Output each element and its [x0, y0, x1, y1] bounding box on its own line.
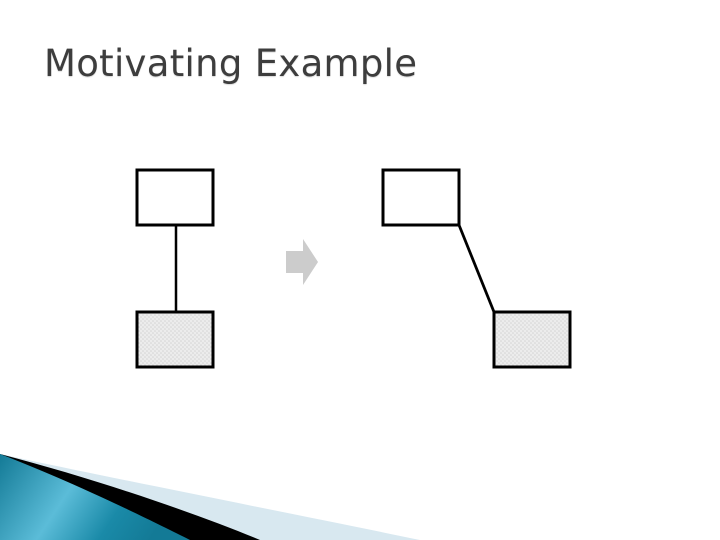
slide-title: Motivating Example	[44, 42, 418, 85]
right-diagonal-connector	[457, 224, 496, 313]
right-arrow-icon	[286, 239, 318, 285]
decorative-swoosh	[0, 454, 420, 540]
left-bottom-box	[135, 310, 215, 369]
left-panel	[135, 168, 215, 369]
right-panel	[381, 168, 572, 369]
right-top-box	[381, 168, 461, 227]
right-bottom-box	[492, 310, 572, 369]
left-top-box	[135, 168, 215, 227]
